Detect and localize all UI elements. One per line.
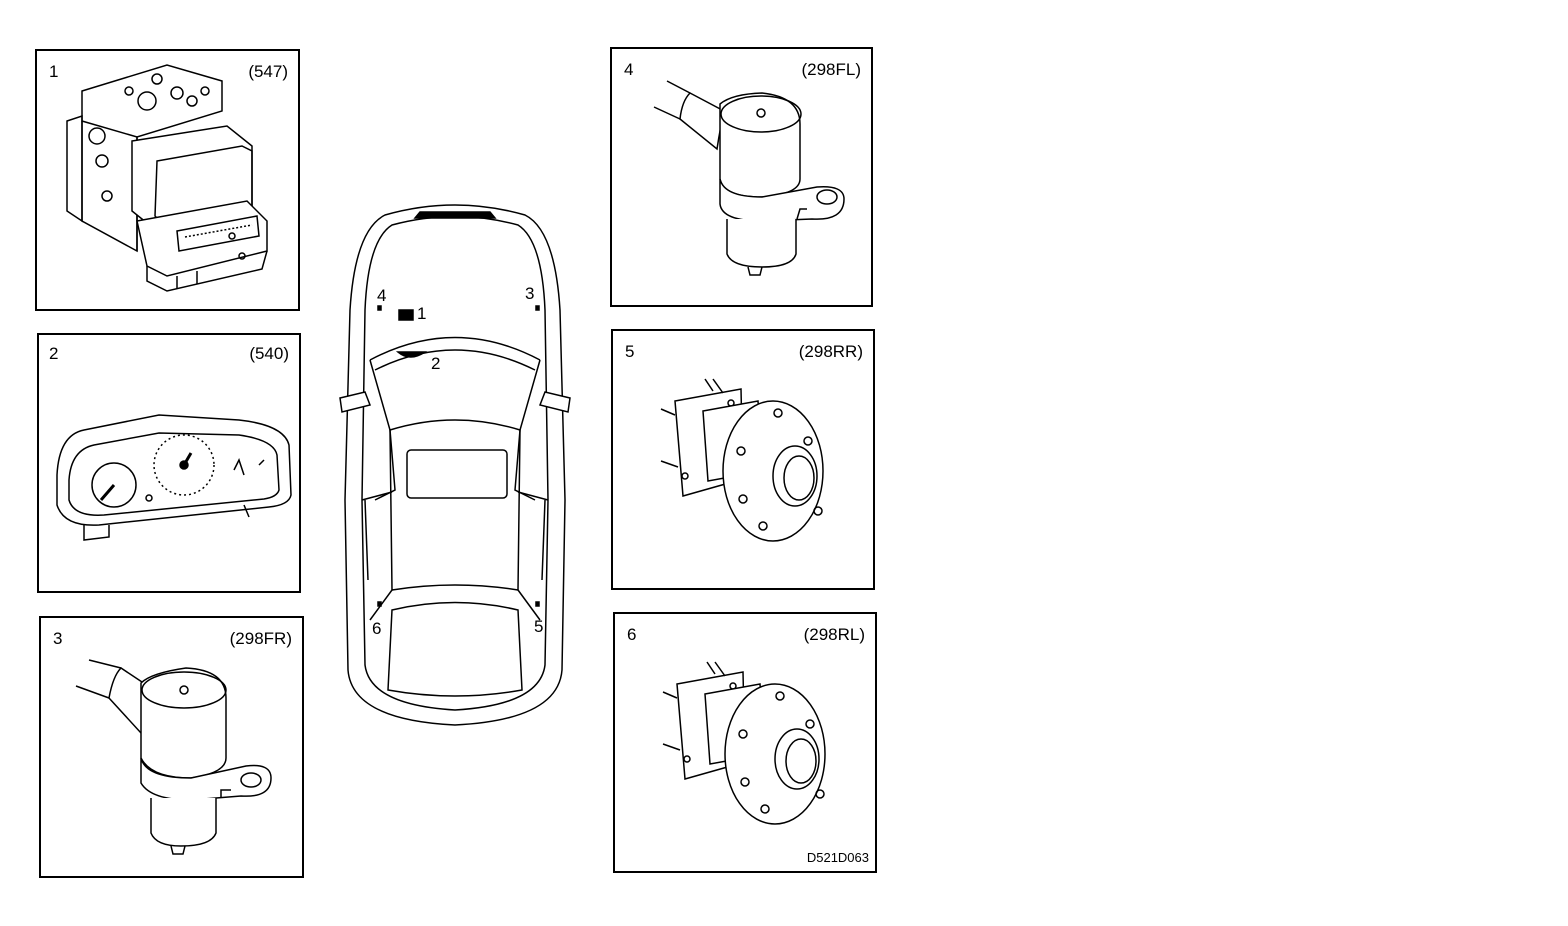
panel-number: 5 <box>625 342 635 361</box>
panel-number: 6 <box>627 625 637 644</box>
hub-rear-left-illustration <box>615 614 875 871</box>
panel-sensor-front-left: 4 (298FL) <box>610 47 873 307</box>
car-top-view <box>330 200 580 730</box>
panel-code: (298RL) <box>803 625 865 644</box>
panel-number: 1 <box>49 62 59 81</box>
panel-hub-rear-right: 5 (298RR) <box>611 329 875 590</box>
drawing-code: D521D063 <box>806 850 869 865</box>
panel-code: (298RR) <box>798 342 863 361</box>
panel-code: (547) <box>248 62 288 81</box>
panel-number: 3 <box>53 629 63 648</box>
abs-modulator-illustration <box>37 51 298 309</box>
car-label-1: 1 <box>417 304 427 323</box>
panel-hub-rear-left: 6 (298RL) D521D063 <box>613 612 877 873</box>
panel-sensor-front-right: 3 (298FR) <box>39 616 304 878</box>
panel-abs-modulator: 1 (547) <box>35 49 300 311</box>
sensor-front-right-illustration <box>41 618 302 876</box>
car-label-5: 5 <box>534 617 544 636</box>
hub-rear-right-illustration <box>613 331 873 588</box>
panel-number: 4 <box>624 60 634 79</box>
car-label-6: 6 <box>372 619 382 638</box>
sensor-front-left-illustration <box>612 49 871 305</box>
panel-code: (298FL) <box>801 60 861 79</box>
car-label-3: 3 <box>525 284 535 303</box>
car-label-2: 2 <box>431 354 441 373</box>
car-label-4: 4 <box>377 286 387 305</box>
panel-code: (298FR) <box>229 629 292 648</box>
panel-code: (540) <box>249 344 289 363</box>
instrument-cluster-illustration <box>39 335 299 591</box>
panel-number: 2 <box>49 344 59 363</box>
panel-instrument-cluster: 2 (540) <box>37 333 301 593</box>
